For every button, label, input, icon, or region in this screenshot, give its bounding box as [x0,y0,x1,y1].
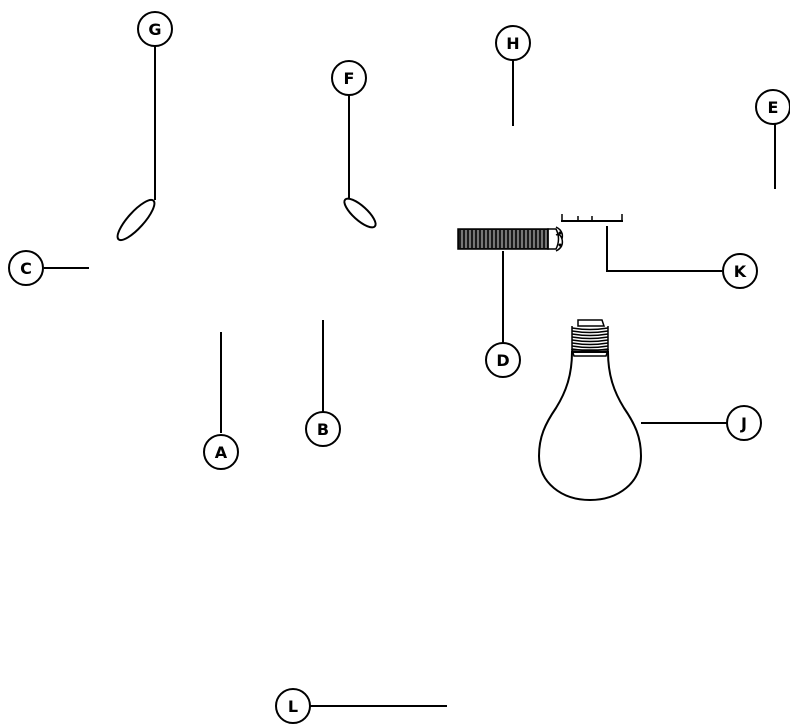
threaded-rod [457,226,564,252]
light-bulb [537,319,643,502]
callout-f: F [331,60,367,96]
callout-b: B [305,411,341,447]
callout-l: L [275,688,311,724]
leader-line-k [606,226,722,272]
shade-left-oval [116,198,156,242]
callout-label-e: E [768,98,779,117]
callout-label-l: L [288,697,298,716]
callout-a: A [203,434,239,470]
bracket [561,214,623,222]
callout-label-f: F [344,69,355,88]
shade-right-oval [343,197,377,229]
callout-c: C [8,250,44,286]
callout-j: J [726,405,762,441]
callout-e: E [755,89,790,125]
callout-k: K [722,253,758,289]
callout-label-h: H [506,34,519,53]
callout-label-g: G [148,20,161,39]
callout-d: D [485,342,521,378]
callout-h: H [495,25,531,61]
callout-label-a: A [215,443,228,462]
callout-label-c: C [20,259,32,278]
callout-g: G [137,11,173,47]
callout-label-j: J [740,414,747,433]
callout-label-b: B [317,420,329,439]
callout-label-d: D [496,351,509,370]
callout-label-k: K [734,262,747,281]
